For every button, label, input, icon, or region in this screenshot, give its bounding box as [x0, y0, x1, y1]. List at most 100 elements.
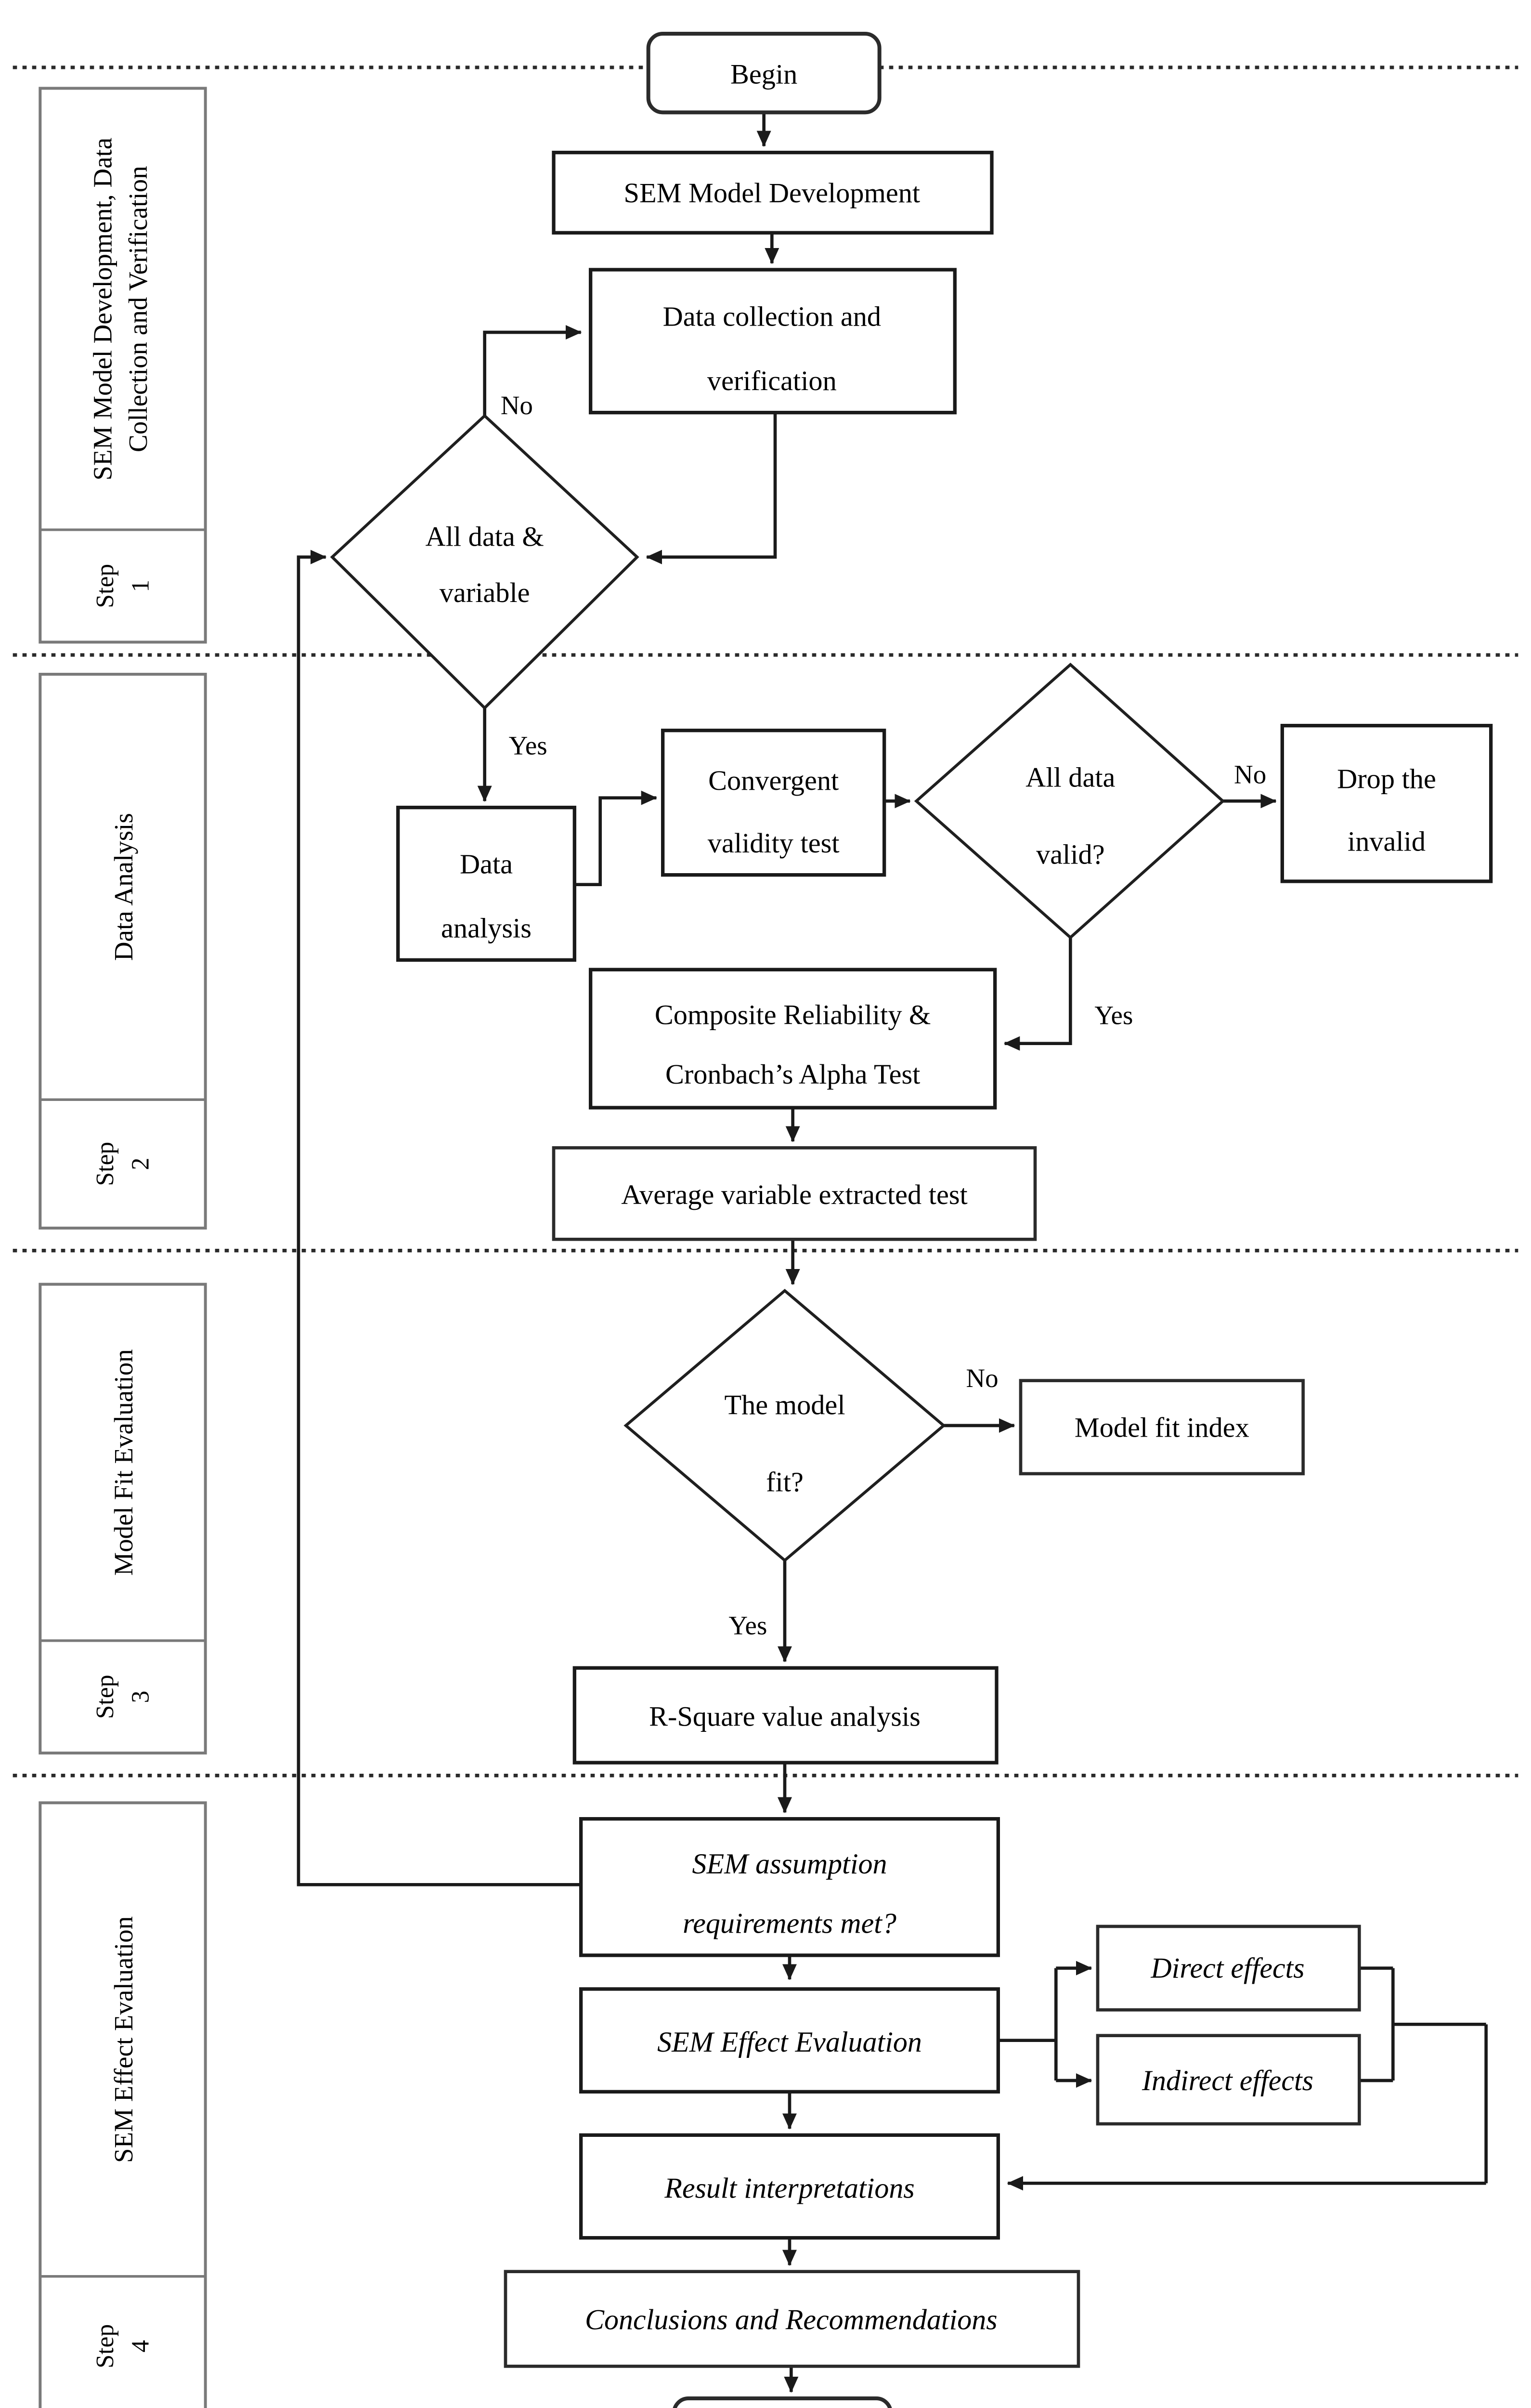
node-average-variable: Average variable extracted test: [552, 1146, 1037, 1241]
node-composite-reliability-label-line1: Composite Reliability &: [655, 999, 931, 1031]
sidebar-step-2: Data Analysis Step 2: [39, 673, 207, 1230]
node-sem-effect-evaluation-shape: [579, 1987, 1000, 2094]
decision-all-data-variable-label-line1: All data &: [426, 521, 544, 552]
node-sem-model-development-label: SEM Model Development: [624, 177, 921, 209]
edge-datacollection-to-alldata: [646, 412, 777, 564]
decision-model-fit-label-line1: The model: [724, 1389, 845, 1421]
node-composite-reliability-shape: [589, 968, 997, 1110]
node-convergent-validity-shape: [661, 729, 886, 877]
decision-model-fit: The model fit?: [623, 1289, 946, 1562]
node-composite-reliability-label-line2: Cronbach’s Alpha Test: [665, 1059, 920, 1090]
node-conclusions: Conclusions and Recommendations: [504, 2270, 1080, 2368]
sidebar-step-3-phase: Model Fit Evaluation: [109, 1349, 138, 1576]
node-drop-invalid-label-line1: Drop the: [1337, 763, 1436, 795]
node-conclusions-label: Conclusions and Recommendations: [585, 2304, 998, 2336]
node-data-collection-label-line1: Data collection and: [663, 301, 881, 332]
node-average-variable-shape: [552, 1146, 1037, 1241]
node-end: End: [673, 2396, 892, 2408]
node-direct-effects: Direct effects: [1096, 1924, 1361, 2012]
sidebar-step-2-panel: [39, 673, 207, 1230]
node-data-analysis-label-line1: Data: [460, 848, 513, 879]
node-result-interpretations-label: Result interpretations: [664, 2172, 914, 2204]
edge-assumption-return-to-alldata: [297, 550, 581, 1886]
decision-all-data-valid: All data valid?: [914, 662, 1225, 940]
node-begin-shape: [646, 32, 882, 115]
decision-all-data-valid-label-line2: valid?: [1036, 838, 1105, 870]
node-data-collection: Data collection and verification: [589, 268, 957, 415]
decision-all-data-valid-label-line1: All data: [1025, 761, 1115, 793]
node-result-interpretations-shape: [579, 2133, 1000, 2240]
node-sem-model-development: SEM Model Development: [552, 151, 994, 235]
node-data-analysis-label-line2: analysis: [441, 913, 532, 944]
sidebar-step-3-panel: [39, 1283, 207, 1754]
node-convergent-validity: Convergent validity test: [661, 729, 886, 877]
decision-model-fit-label-line2: fit?: [766, 1466, 804, 1498]
node-indirect-effects: Indirect effects: [1096, 2034, 1361, 2126]
node-drop-invalid-shape: [1280, 724, 1493, 883]
sidebar-step-4-label: Step: [91, 2324, 119, 2369]
sidebar-step-1: SEM Model Development, Data Collection a…: [39, 87, 207, 644]
node-data-analysis: Data analysis: [396, 806, 576, 962]
node-direct-effects-shape: [1096, 1924, 1361, 2012]
node-average-variable-label: Average variable extracted test: [621, 1179, 968, 1210]
decision-model-fit-shape: [623, 1289, 946, 1562]
edge-label-yes-all-data-valid: Yes: [1094, 1001, 1133, 1030]
node-sem-assumption-label-line1: SEM assumption: [692, 1848, 887, 1880]
node-indirect-effects-label: Indirect effects: [1142, 2065, 1313, 2096]
sidebar-step-4-number: 4: [127, 2340, 154, 2353]
edge-label-no-model-fit: No: [966, 1363, 998, 1393]
sidebar-step-1-phase-line1: SEM Model Development, Data: [88, 138, 117, 481]
node-end-shape: [673, 2396, 892, 2408]
sidebar-step-2-phase: Data Analysis: [109, 813, 138, 961]
edge-label-yes-all-data-variable: Yes: [509, 731, 547, 760]
edge-label-no-all-data-valid: No: [1234, 760, 1266, 789]
node-begin-label: Begin: [730, 58, 797, 90]
sidebar-step-1-phase-line2: Collection and Verification: [123, 166, 153, 452]
sidebar-step-2-label: Step: [91, 1142, 119, 1186]
node-r-square: R-Square value analysis: [572, 1666, 999, 1765]
edge-dataanalysis-to-convergent: [574, 790, 657, 886]
node-data-collection-shape: [589, 268, 957, 415]
edge-label-yes-model-fit: Yes: [728, 1610, 767, 1640]
decision-all-data-variable: All data & variable: [330, 414, 639, 710]
sidebar-step-3-number: 3: [127, 1690, 154, 1703]
sidebar-step-3: Model Fit Evaluation Step 3: [39, 1283, 207, 1754]
sidebar-step-3-label: Step: [91, 1675, 119, 1719]
edge-alldata-no-to-datacollection: [483, 325, 582, 416]
node-begin: Begin: [646, 32, 882, 115]
node-convergent-validity-label-line2: validity test: [708, 827, 840, 859]
node-conclusions-shape: [504, 2270, 1080, 2368]
decision-all-data-valid-shape: [914, 662, 1225, 940]
decision-all-data-variable-label-line2: variable: [440, 577, 530, 608]
node-sem-assumption: SEM assumption requirements met?: [579, 1817, 1000, 1957]
node-sem-assumption-shape: [579, 1817, 1000, 1957]
sidebar-step-2-number: 2: [127, 1158, 154, 1170]
decision-all-data-variable-shape: [330, 414, 639, 710]
node-r-square-label: R-Square value analysis: [649, 1701, 921, 1732]
node-r-square-shape: [572, 1666, 999, 1765]
node-model-fit-index: Model fit index: [1019, 1379, 1305, 1476]
node-result-interpretations: Result interpretations: [579, 2133, 1000, 2240]
node-sem-effect-evaluation: SEM Effect Evaluation: [579, 1987, 1000, 2094]
node-model-fit-index-shape: [1019, 1379, 1305, 1476]
node-indirect-effects-shape: [1096, 2034, 1361, 2126]
sidebar-step-4-phase: SEM Effect Evaluation: [109, 1916, 138, 2163]
node-model-fit-index-label: Model fit index: [1075, 1412, 1249, 1443]
node-drop-invalid-label-line2: invalid: [1348, 826, 1426, 857]
edge-label-no-all-data-variable: No: [501, 391, 533, 420]
sidebar-step-1-number: 1: [127, 580, 154, 592]
sidebar-step-4: SEM Effect Evaluation Step 4: [39, 1801, 207, 2408]
edge-datavalid-yes-to-composite: [1004, 937, 1072, 1051]
sidebar-step-4-panel: [39, 1801, 207, 2408]
sidebar-step-1-label: Step: [91, 564, 119, 608]
node-sem-effect-evaluation-label: SEM Effect Evaluation: [657, 2026, 922, 2058]
node-composite-reliability: Composite Reliability & Cronbach’s Alpha…: [589, 968, 997, 1110]
node-data-collection-label-line2: verification: [707, 365, 837, 396]
node-sem-model-development-shape: [552, 151, 994, 235]
node-sem-assumption-label-line2: requirements met?: [683, 1907, 896, 1939]
node-direct-effects-label: Direct effects: [1150, 1952, 1304, 1984]
node-data-analysis-shape: [396, 806, 576, 962]
node-drop-invalid: Drop the invalid: [1280, 724, 1493, 883]
